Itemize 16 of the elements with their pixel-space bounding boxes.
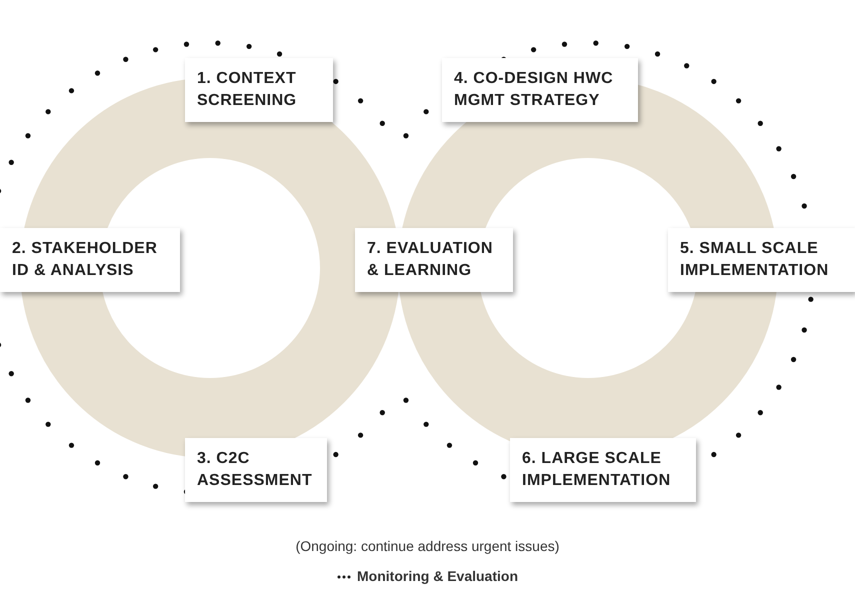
step-box: [355, 228, 513, 292]
step-label: 5. SMALL SCALE IMPLEMENTATION: [680, 239, 830, 281]
step-label: 3. C2C ASSESSMENT: [197, 449, 314, 491]
step-box: [668, 228, 855, 292]
step-label: 6. LARGE SCALE IMPLEMENTATION: [522, 449, 672, 491]
step-box: [0, 228, 180, 292]
step-box: [442, 58, 638, 122]
legend-text: Monitoring & Evaluation: [357, 568, 518, 584]
step-label: 7. EVALUATION & LEARNING: [367, 239, 494, 281]
step-label: 2. STAKEHOLDER ID & ANALYSIS: [12, 239, 158, 281]
step-box: [185, 58, 333, 122]
step-label: 1. CONTEXT SCREENING: [197, 69, 298, 111]
note-text: (Ongoing: continue address urgent issues): [296, 538, 560, 554]
step-label: 4. CO-DESIGN HWC MGMT STRATEGY: [454, 69, 614, 111]
step-box: [185, 438, 327, 502]
step-box: [510, 438, 696, 502]
